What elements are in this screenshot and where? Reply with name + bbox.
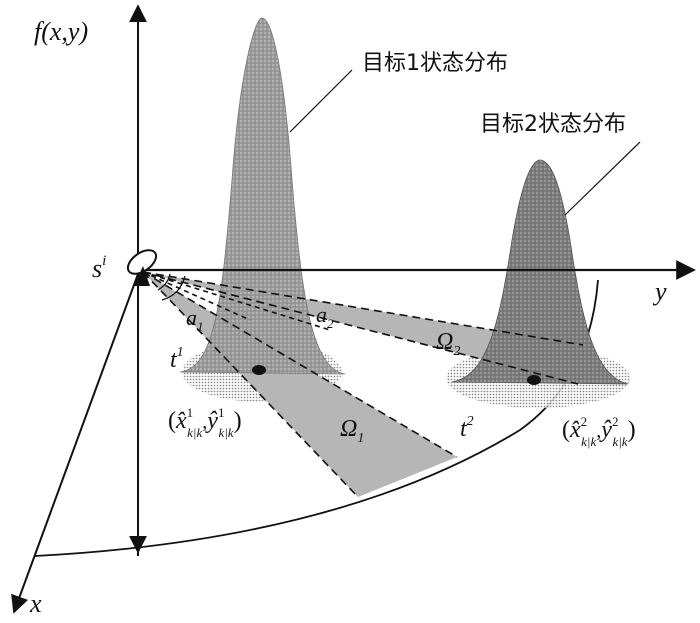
target1-leader	[289, 69, 353, 133]
estimate2-marker	[527, 375, 541, 385]
angle-arc-outer	[161, 275, 186, 301]
wedge-edges	[142, 271, 584, 498]
target2-caption: 目标2状态分布	[480, 112, 626, 137]
sensor-icon	[126, 249, 158, 286]
y-axis-label: y	[652, 277, 667, 306]
sensor-label: si	[92, 253, 106, 283]
omega1-label: Ω1	[340, 416, 364, 446]
alpha1-label: a1	[186, 305, 204, 334]
target1-peak	[179, 17, 346, 375]
target2-peak	[451, 159, 629, 385]
target1-caption: 目标1状态分布	[362, 51, 508, 76]
x-axis-label: x	[29, 589, 42, 618]
t1-label: t1	[170, 345, 184, 373]
x-axis	[11, 273, 139, 614]
estimate1-marker	[252, 365, 266, 375]
alpha2-label: a2	[316, 302, 334, 331]
omega2-label: Ω2	[436, 329, 460, 359]
f-axis-label: f(x,y)	[34, 17, 88, 46]
t2-label: t2	[460, 414, 474, 442]
angle-arc-inner	[157, 273, 171, 291]
target2-leader	[564, 141, 641, 216]
